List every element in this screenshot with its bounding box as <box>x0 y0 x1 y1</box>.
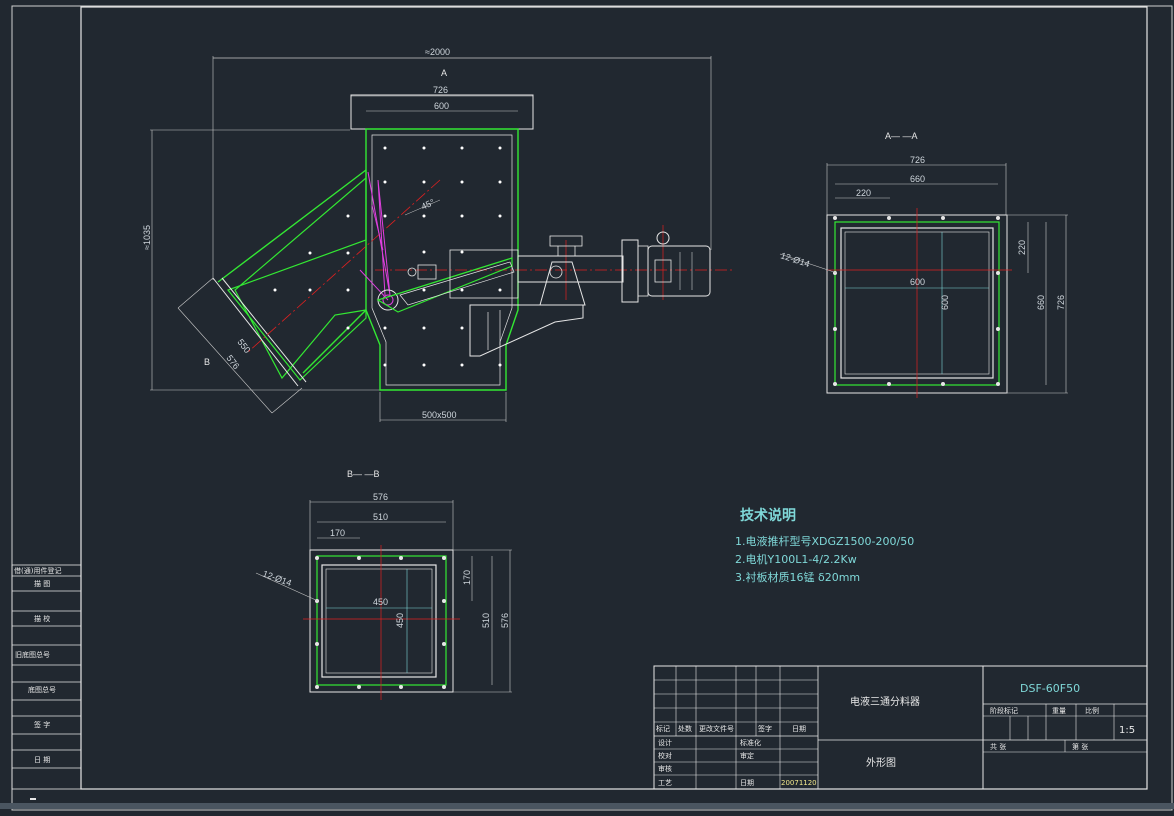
technical-notes: 技术说明 1.电液推杆型号XDGZ1500-200/50 2.电机Y100L1-… <box>735 507 914 584</box>
title-block: 电液三通分料器 DSF-60F50 外形图 阶段标记 重量 比例 1:5 共 张… <box>653 665 1148 790</box>
drawing-number: DSF-60F50 <box>1020 682 1080 695</box>
label-design: 设计 <box>658 738 672 747</box>
view-aa-title: A— —A <box>885 131 918 141</box>
view-name: 外形图 <box>866 757 896 769</box>
label-date: 日期 <box>740 779 754 787</box>
dim-aa-inner-600h: 600 <box>910 277 925 287</box>
ratio-label: 比例 <box>1085 706 1099 715</box>
dim-overall-width: ≈2000 <box>425 47 450 57</box>
stage-label: 阶段标记 <box>990 706 1018 715</box>
dim-bb-170: 170 <box>330 528 345 538</box>
dim-height-1035: ≈1035 <box>142 225 152 250</box>
sheet-number: 第 张 <box>1072 742 1088 751</box>
dim-bb-holes: 12-Ø14 <box>261 568 293 588</box>
row-qty: 处数 <box>678 724 692 733</box>
dim-top-600: 600 <box>434 101 449 111</box>
dim-bb-right-576: 576 <box>500 613 510 628</box>
side-registration-block: 借(通)用件登记 描 图 描 校 旧底图总号 底图总号 签 字 日 期 <box>11 564 82 790</box>
label-approve: 审定 <box>740 751 754 760</box>
drawing-frame <box>80 6 1148 790</box>
dim-aa-right-220: 220 <box>1017 240 1027 255</box>
dim-bb-576: 576 <box>373 492 388 502</box>
side-row-6: 签 字 <box>34 720 50 729</box>
weight-label: 重量 <box>1052 707 1066 715</box>
label-standard: 标准化 <box>740 738 761 747</box>
dim-aa-726: 726 <box>910 155 925 165</box>
notes-title: 技术说明 <box>740 507 796 524</box>
side-row-4: 旧底图总号 <box>15 650 50 659</box>
dim-bb-inner-450v: 450 <box>395 613 405 628</box>
notes-line-1: 1.电液推杆型号XDGZ1500-200/50 <box>735 534 914 548</box>
dim-bb-510: 510 <box>373 512 388 522</box>
dim-aa-inner-600v: 600 <box>940 295 950 310</box>
row-doc: 更改文件号 <box>699 724 734 733</box>
dim-aa-220: 220 <box>856 188 871 198</box>
outer-frame <box>11 5 1173 811</box>
side-row-5: 底图总号 <box>28 685 56 694</box>
label-process: 工艺 <box>658 779 672 787</box>
section-marker-b: B <box>204 357 210 367</box>
ratio-value: 1:5 <box>1119 725 1135 736</box>
dim-chute-550: 550 <box>235 337 252 355</box>
dim-aa-660: 660 <box>910 174 925 184</box>
side-row-1: 借(通)用件登记 <box>14 566 61 575</box>
dim-aa-right-660: 660 <box>1036 295 1046 310</box>
product-name: 电液三通分料器 <box>850 695 920 708</box>
view-bb: B— —B 576 510 170 450 450 12-Ø14 170 51 <box>255 469 512 700</box>
dim-bb-right-510: 510 <box>481 613 491 628</box>
label-review: 审核 <box>658 764 672 773</box>
dim-bb-right-170: 170 <box>462 570 472 585</box>
dim-top-726: 726 <box>433 85 448 95</box>
dim-chute-576: 576 <box>224 353 241 371</box>
dim-bb-inner-450h: 450 <box>373 597 388 607</box>
side-row-2: 描 图 <box>34 579 50 588</box>
section-marker-a: A <box>441 68 447 78</box>
notes-line-2: 2.电机Y100L1-4/2.2Kw <box>735 552 857 566</box>
sheets-total: 共 张 <box>990 742 1006 751</box>
main-view: ≈2000 A 726 600 ≈1035 576 550 B <box>142 47 732 422</box>
row-sign: 签字 <box>758 724 772 733</box>
side-row-3: 描 校 <box>34 614 50 623</box>
row-date: 日期 <box>792 725 806 733</box>
notes-line-3: 3.衬板材质16锰 δ20mm <box>735 570 860 584</box>
dim-aa-right-726: 726 <box>1056 295 1066 310</box>
row-mark: 标记 <box>656 724 670 733</box>
date-value: 20071120 <box>781 779 817 787</box>
dim-bottom-500: 500x500 <box>422 410 457 420</box>
view-aa: A— —A 726 660 220 600 600 12-Ø14 220 66 <box>779 131 1068 398</box>
dim-angle-45: 45° <box>420 197 437 212</box>
dim-aa-holes: 12-Ø14 <box>779 250 811 269</box>
view-bb-title: B— —B <box>347 469 380 479</box>
label-check: 校对 <box>658 751 672 760</box>
side-row-7: 日 期 <box>34 756 50 764</box>
